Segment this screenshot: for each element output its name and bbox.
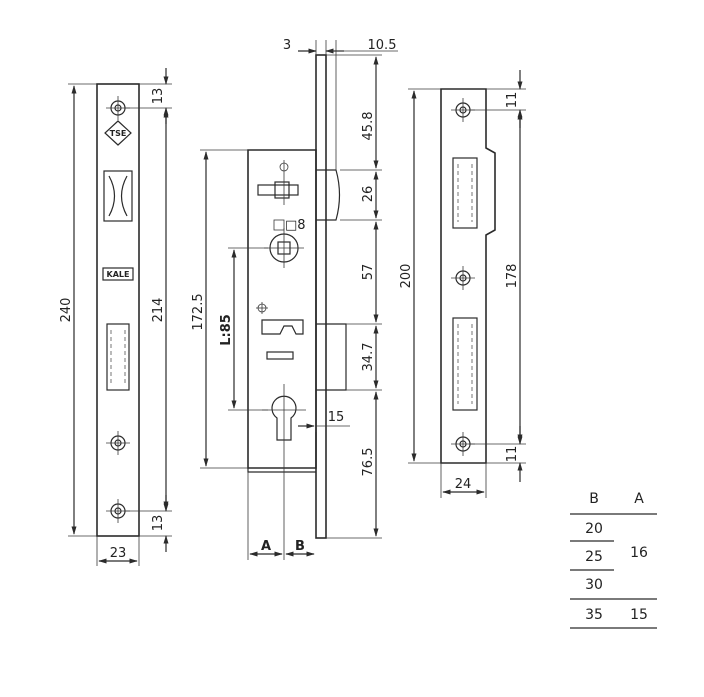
strike-bottom-11: 11 bbox=[505, 446, 520, 463]
label-a: A bbox=[261, 539, 271, 554]
faceplate-outline bbox=[96, 83, 140, 537]
strike-bolt-opening bbox=[452, 317, 478, 411]
faceplate-top-offset: 13 bbox=[151, 88, 166, 105]
body-cylinder-15: 15 bbox=[328, 410, 345, 425]
body-screw bbox=[256, 302, 268, 314]
strike-top-11: 11 bbox=[505, 92, 520, 109]
cylinder-cutout bbox=[262, 384, 306, 470]
faceplate-hole-span: 214 bbox=[151, 298, 166, 323]
faceplate-total-height: 240 bbox=[59, 298, 74, 323]
body-case bbox=[247, 149, 317, 469]
spindle-follower bbox=[264, 219, 304, 268]
dead-bolt bbox=[316, 323, 347, 391]
table-row-b: 20 bbox=[585, 521, 603, 537]
table-row-b: 25 bbox=[585, 549, 603, 565]
strike-plate-view: 200 178 11 11 24 bbox=[399, 70, 526, 498]
kale-logo-text: KALE bbox=[107, 270, 130, 279]
table-row-a: 16 bbox=[630, 545, 648, 561]
faceplate-screw-hole-mid bbox=[106, 431, 130, 455]
body-faceplate-side bbox=[315, 54, 327, 539]
table-header-b: B bbox=[589, 491, 599, 507]
body-pitch-l85: L:85 bbox=[219, 314, 234, 346]
strike-width-24: 24 bbox=[455, 477, 472, 492]
body-top-45-8: 45.8 bbox=[361, 112, 376, 141]
body-latch-26: 26 bbox=[361, 186, 376, 203]
strike-hole-span-178: 178 bbox=[505, 264, 520, 289]
strike-outline bbox=[440, 88, 496, 464]
small-slot bbox=[266, 351, 294, 360]
faceplate-bottom-offset: 13 bbox=[151, 515, 166, 532]
latch-bolt bbox=[257, 160, 341, 221]
tse-logo: TSE bbox=[104, 120, 132, 146]
faceplate-bolt-opening bbox=[106, 323, 130, 391]
faceplate-view: TSE KALE 240 214 13 bbox=[59, 68, 172, 566]
table-row-b: 30 bbox=[585, 577, 603, 593]
tse-logo-text: TSE bbox=[110, 129, 127, 138]
body-bottom-76-5: 76.5 bbox=[361, 448, 376, 477]
ab-table: B A 20 25 16 30 35 15 bbox=[570, 491, 657, 629]
body-plate-10-5: 10.5 bbox=[368, 38, 397, 53]
label-b: B bbox=[295, 539, 305, 554]
lever-cam bbox=[261, 319, 304, 335]
body-offset-3: 3 bbox=[283, 38, 291, 53]
faceplate-latch-opening bbox=[103, 170, 133, 222]
faceplate-width: 23 bbox=[110, 546, 127, 561]
table-header-a: A bbox=[634, 491, 644, 507]
kale-logo: KALE bbox=[102, 267, 134, 281]
spindle-size: □8 bbox=[285, 218, 306, 233]
strike-screw-hole-mid bbox=[451, 266, 475, 290]
lock-body-view: □8 3 10.5 bbox=[191, 38, 398, 560]
body-lock-34-7: 34.7 bbox=[361, 343, 376, 372]
body-height-172-5: 172.5 bbox=[191, 293, 206, 330]
body-mid-57: 57 bbox=[361, 264, 376, 281]
strike-height-200: 200 bbox=[399, 264, 414, 289]
table-row-b: 35 bbox=[585, 607, 603, 623]
table-row-a: 15 bbox=[630, 607, 648, 623]
strike-latch-opening bbox=[452, 157, 478, 229]
